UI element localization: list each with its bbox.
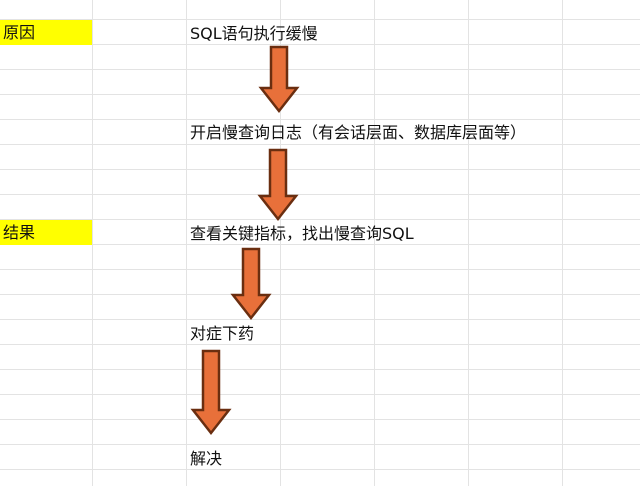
step-3-text[interactable]: 查看关键指标，找出慢查询SQL [190, 224, 414, 243]
down-arrow-icon[interactable] [230, 247, 272, 321]
result-label: 结果 [3, 223, 36, 242]
cause-label: 原因 [3, 23, 36, 42]
step-2-text[interactable]: 开启慢查询日志（有会话层面、数据库层面等） [190, 123, 527, 142]
result-cell[interactable] [0, 220, 92, 245]
down-arrow-icon[interactable] [258, 45, 300, 114]
cause-cell[interactable] [0, 20, 92, 45]
down-arrow-icon[interactable] [257, 148, 299, 222]
down-arrow-icon[interactable] [190, 349, 232, 436]
step-5-text[interactable]: 解决 [190, 449, 223, 468]
step-1-text[interactable]: SQL语句执行缓慢 [190, 24, 318, 43]
step-4-text[interactable]: 对症下药 [190, 324, 255, 343]
